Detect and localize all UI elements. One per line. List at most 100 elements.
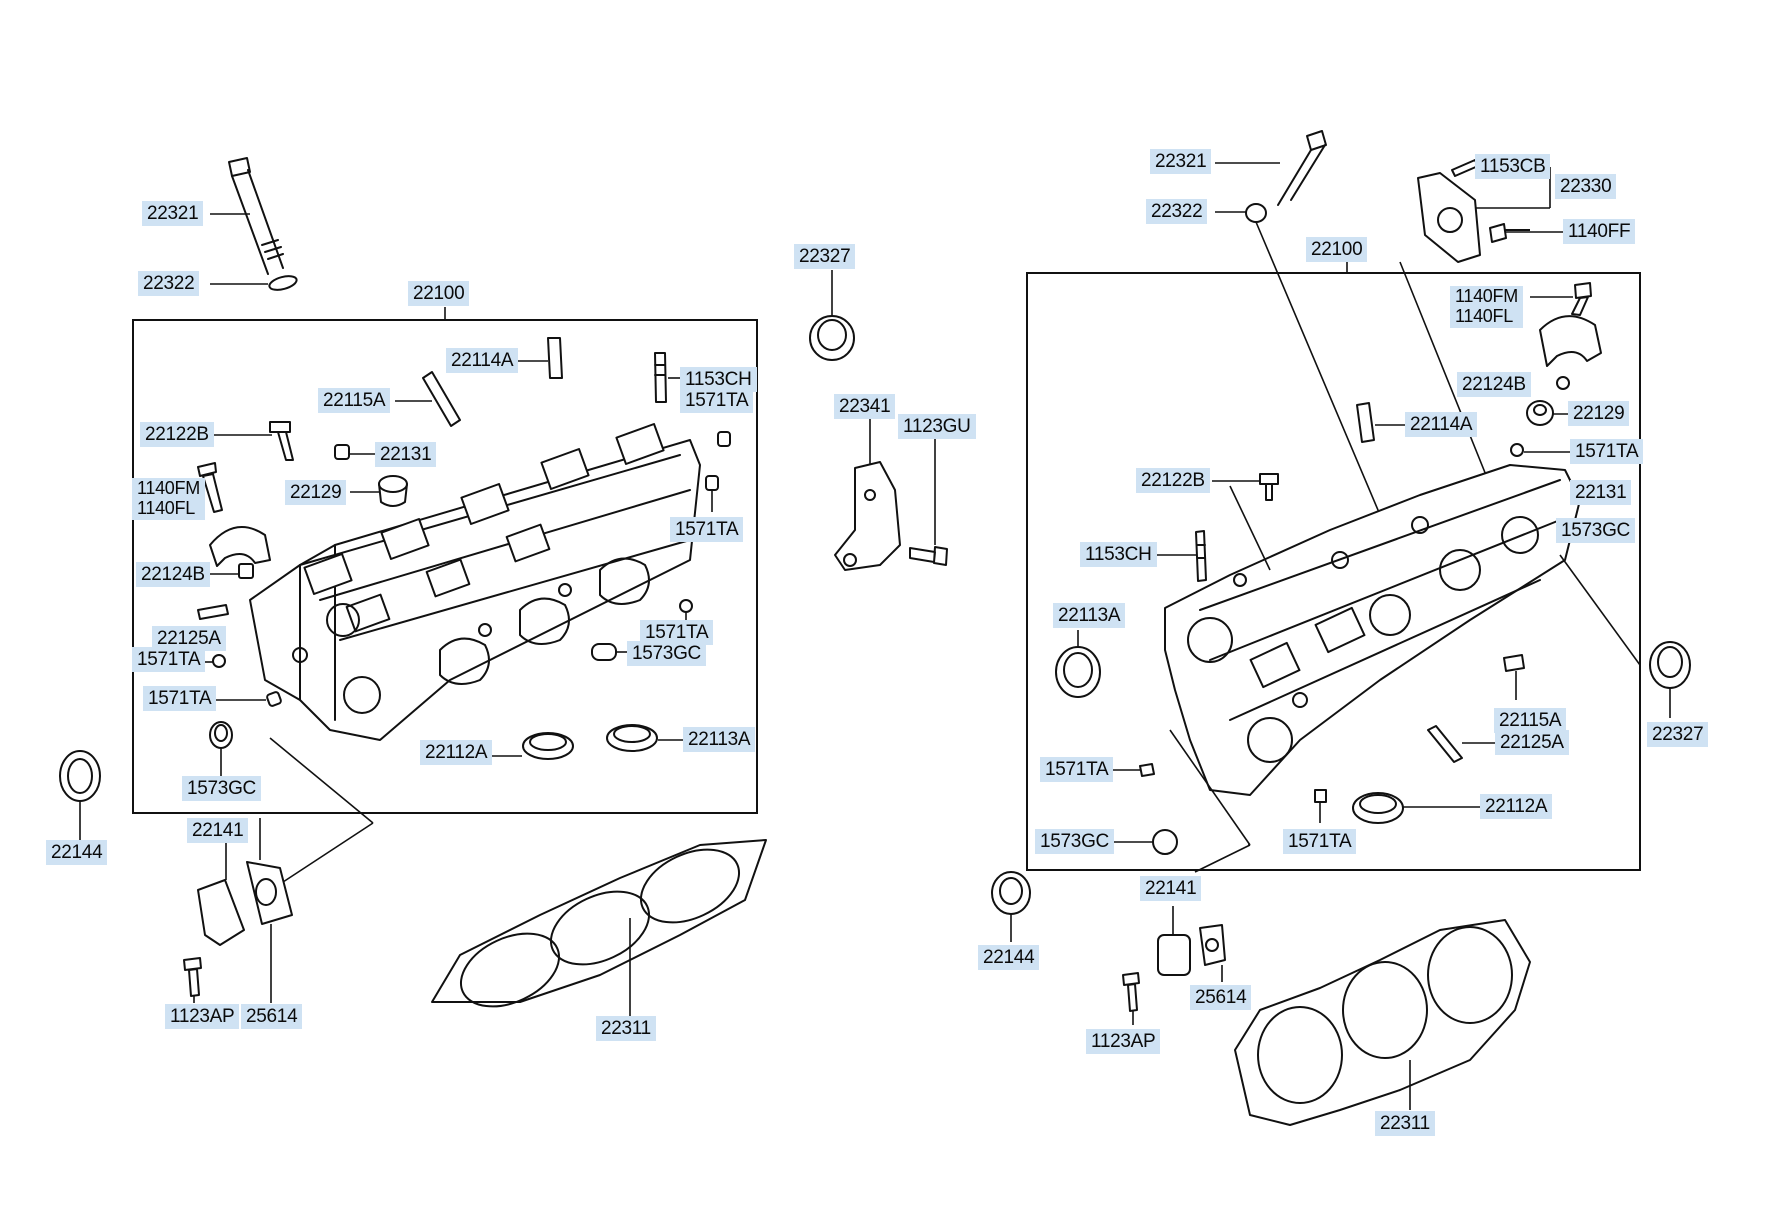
- cover-22141-left: [197, 879, 245, 946]
- label-22341: 22341: [834, 394, 896, 419]
- label-22330: 22330: [1555, 174, 1617, 199]
- nut-22124B-right: [1556, 376, 1570, 390]
- bracket-22330: [1417, 172, 1481, 263]
- label-22131-left: 22131: [375, 442, 437, 467]
- plug-1573GC-b-left: [209, 721, 233, 749]
- label-22322-right: 22322: [1146, 199, 1208, 224]
- head-bolt-left: [228, 157, 284, 275]
- valve-seat-22113A-right: [1055, 646, 1101, 698]
- label-22100-left: 22100: [408, 281, 470, 306]
- label-22327-center: 22327: [794, 244, 856, 269]
- label-22115A-left: 22115A: [318, 388, 391, 413]
- valve-seat-22112A-left: [522, 732, 574, 760]
- label-22124B-right: 22124B: [1457, 372, 1531, 397]
- label-1153CH-right: 1153CH: [1080, 542, 1157, 567]
- plug-1573GC-left: [591, 643, 617, 661]
- label-1140FL-left: 1140FL: [137, 498, 195, 518]
- label-22129-right: 22129: [1568, 401, 1630, 426]
- label-1573GC-b-left: 1573GC: [182, 776, 261, 801]
- label-22141-right: 22141: [1140, 876, 1202, 901]
- bolt-1123GU: [909, 546, 948, 566]
- gasket-25614-right: [1199, 924, 1226, 966]
- label-22144-right: 22144: [978, 945, 1040, 970]
- plug-1573GC-b-right: [1152, 829, 1178, 855]
- stud-left: [654, 352, 667, 403]
- label-22122B-left: 22122B: [140, 422, 214, 447]
- head-gasket-22311-right: [1234, 919, 1531, 1126]
- plug-22129-left: [378, 475, 408, 507]
- head-gasket-22311-left: [431, 839, 767, 1008]
- cover-22141-right: [1157, 934, 1191, 976]
- bearing-cap-right: [1539, 315, 1602, 367]
- head-bolt-right: [1277, 130, 1327, 206]
- label-22113A-left: 22113A: [683, 727, 756, 752]
- label-1571TA-top-left: 1571TA: [680, 388, 754, 413]
- label-1571TA-c-left: 1571TA: [143, 686, 217, 711]
- bolt-1123AP-left: [183, 957, 202, 997]
- seal-22115A-right: [1503, 654, 1525, 672]
- dowel-1571TA-top-left: [717, 431, 731, 447]
- dowel-1571TA-a-right: [1510, 443, 1524, 457]
- oil-seal-22327-right: [1649, 641, 1691, 689]
- label-1123AP-left: 1123AP: [165, 1004, 240, 1029]
- dowel-1571TA-c-right: [1314, 789, 1327, 803]
- label-1571TA-a-left: 1571TA: [132, 647, 206, 672]
- dowel-1571TA-b-left: [679, 599, 693, 613]
- label-1573GC-a-right: 1573GC: [1556, 518, 1635, 543]
- label-1571TA-c-right: 1571TA: [1283, 829, 1357, 854]
- label-22311-right: 22311: [1375, 1111, 1435, 1136]
- bearing-cap-left: [209, 526, 271, 567]
- bolt-22122B-right: [1259, 473, 1279, 501]
- label-22131-right: 22131: [1570, 480, 1632, 505]
- label-1573GC-b-right: 1573GC: [1035, 829, 1114, 854]
- label-22122B-right: 22122B: [1136, 468, 1210, 493]
- label-1140FM-right: 1140FM: [1455, 286, 1518, 306]
- valve-seat-22113A-left: [606, 724, 658, 752]
- bolt-1140FF: [1489, 223, 1530, 243]
- valve-guide-left: [547, 337, 563, 379]
- label-22321-right: 22321: [1150, 149, 1212, 174]
- label-22141-left: 22141: [187, 818, 249, 843]
- label-1571TA-mid-left: 1571TA: [670, 517, 744, 542]
- label-22114A-left: 22114A: [446, 348, 519, 373]
- plug-22129-right: [1526, 400, 1554, 426]
- dowel-1571TA-a-left: [212, 654, 226, 668]
- label-22112A-right: 22112A: [1480, 794, 1553, 819]
- label-25614-left: 25614: [241, 1004, 303, 1029]
- label-1571TA-b-left: 1571TA: [640, 620, 714, 645]
- washer-left: [268, 275, 298, 291]
- plug-22131-left: [334, 444, 350, 460]
- washer-right: [1245, 203, 1267, 223]
- label-22125A-right: 22125A: [1495, 730, 1569, 755]
- label-1571TA-b-right: 1571TA: [1040, 757, 1114, 782]
- label-22124B-left: 22124B: [136, 562, 210, 587]
- label-22144-left: 22144: [46, 840, 108, 865]
- label-1153CB: 1153CB: [1475, 154, 1551, 179]
- bracket-22341: [834, 461, 901, 571]
- label-1140FL-right: 1140FL: [1455, 306, 1513, 326]
- label-22114A-right: 22114A: [1405, 412, 1478, 437]
- seal-left: [422, 371, 461, 427]
- label-22125A-left: 22125A: [152, 626, 226, 651]
- label-1571TA-a-right: 1571TA: [1570, 439, 1644, 464]
- label-1140FM-1140FL-left: 1140FM 1140FL: [132, 478, 205, 520]
- label-1573GC-left: 1573GC: [627, 641, 706, 666]
- right-assembly-frame: [1026, 272, 1641, 871]
- label-22322-left: 22322: [138, 271, 200, 296]
- gasket-25614-left: [246, 861, 293, 925]
- bolt-1140FM-left: [197, 462, 223, 513]
- label-1123GU: 1123GU: [898, 414, 976, 439]
- pin-22125A-right: [1427, 725, 1463, 763]
- oil-seal-22144-right: [991, 871, 1031, 915]
- label-1140FM-left: 1140FM: [137, 478, 200, 498]
- label-1153CH-left: 1153CH: [680, 367, 757, 392]
- label-22321-left: 22321: [142, 201, 204, 226]
- dowel-1571TA-b-right: [1139, 763, 1155, 777]
- cylinder-head-right: [1164, 464, 1581, 796]
- bolt-1140FM-right: [1571, 282, 1592, 316]
- label-22112A-left: 22112A: [420, 740, 493, 765]
- oil-seal-22327-center: [809, 315, 855, 361]
- bolt-22122B-left: [269, 421, 294, 461]
- label-22311-left: 22311: [596, 1016, 656, 1041]
